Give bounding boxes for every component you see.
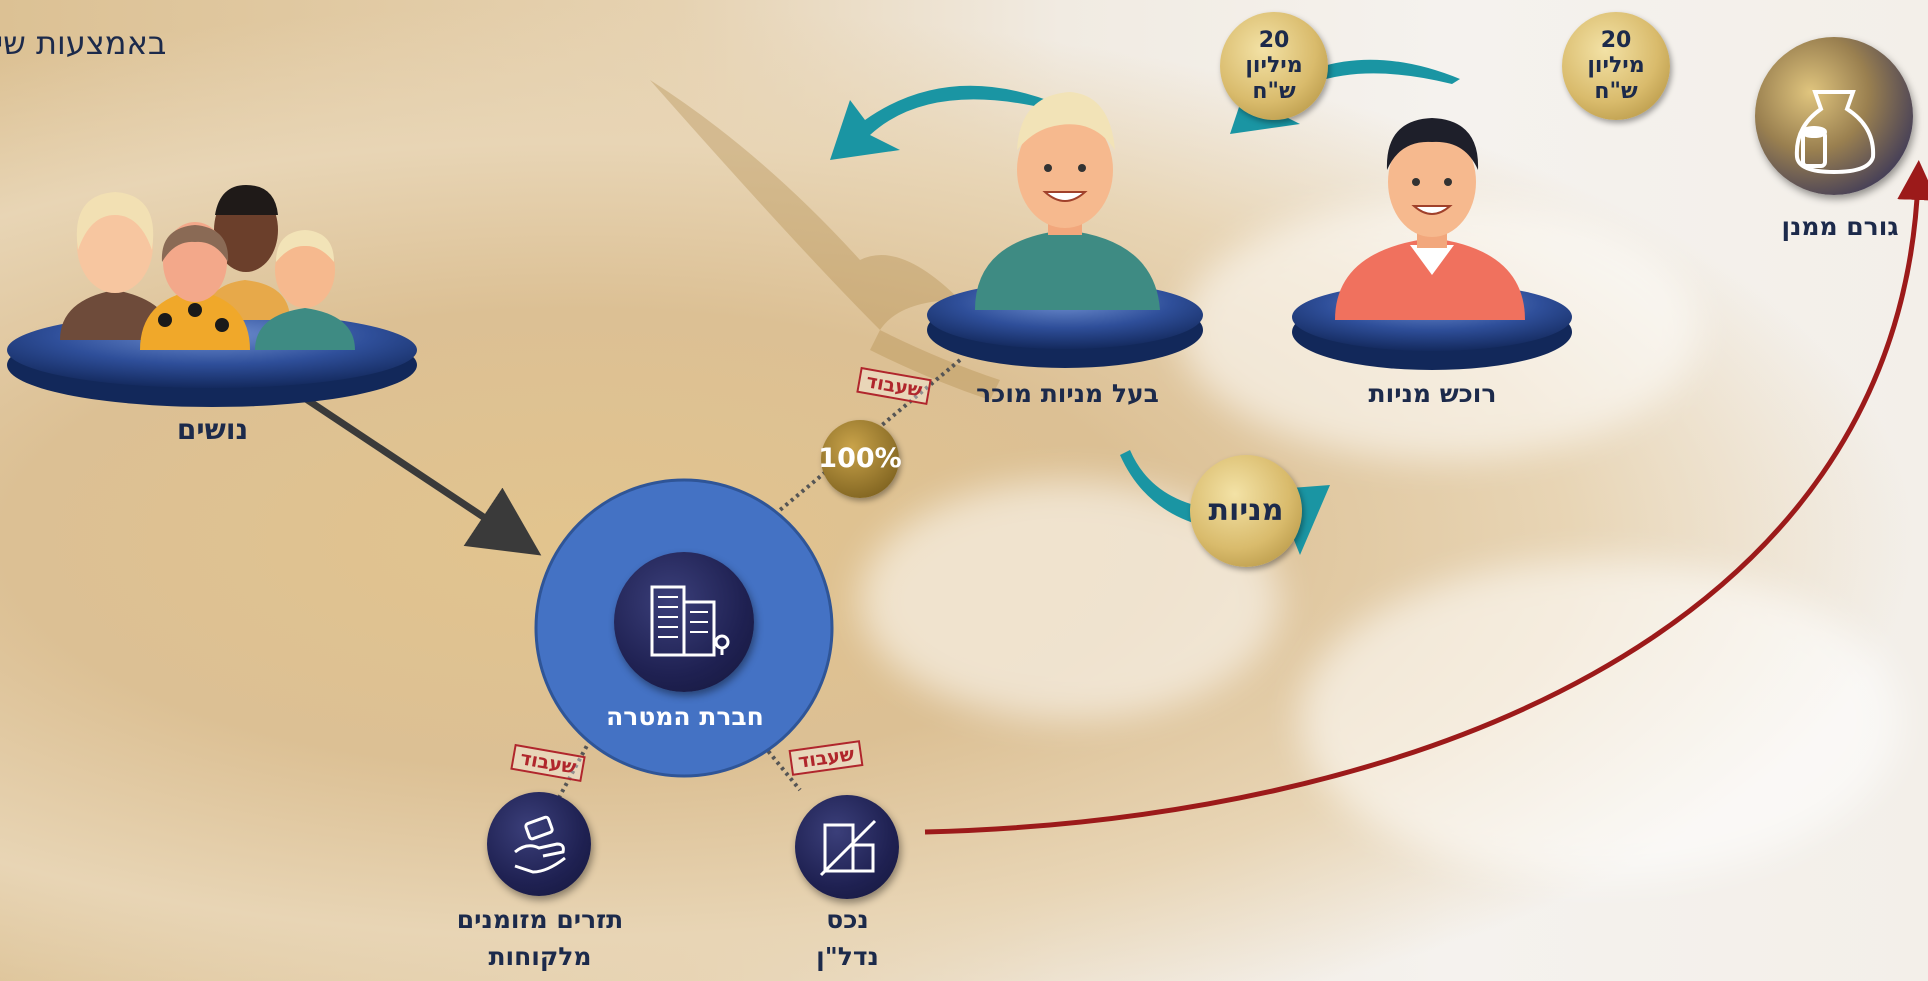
cloud bbox=[1300, 560, 1900, 880]
property-label-line2: נדל"ן bbox=[816, 942, 879, 971]
seller-figure bbox=[975, 92, 1160, 310]
cashflows-label-line1: תזרים מזומנים bbox=[456, 905, 624, 934]
coin-unit-line1: מיליון bbox=[1587, 53, 1645, 79]
coin-unit-line2: ש"ח bbox=[1594, 78, 1638, 104]
property-label-line1: נכס bbox=[826, 905, 869, 934]
creditors-to-target-arrow bbox=[298, 392, 542, 556]
eagle-silhouette bbox=[650, 80, 1000, 400]
shares-label: מניות bbox=[1208, 492, 1284, 528]
funder-label: גורם ממנן bbox=[1781, 212, 1899, 241]
buyer-label: רוכש מניות bbox=[1368, 379, 1497, 408]
creditors-label: נושים bbox=[176, 413, 249, 446]
buildings-icon bbox=[614, 552, 754, 692]
coin-amount: 20 bbox=[1258, 28, 1290, 54]
property-to-funder-arrow bbox=[924, 160, 1928, 835]
seller-label: בעל מניות מוכר bbox=[976, 379, 1159, 408]
dotted-links bbox=[553, 358, 962, 806]
coin-unit-line2: ש"ח bbox=[1252, 78, 1296, 104]
coin-amount: 20 bbox=[1600, 28, 1632, 54]
handshake-money-icon bbox=[487, 792, 591, 896]
subtitle: באמצעות שי bbox=[0, 24, 167, 62]
buyer-figure bbox=[1335, 118, 1525, 320]
coin-unit-line1: מיליון bbox=[1245, 53, 1303, 79]
payment-coin-funder-to-buyer: 20 מיליון ש"ח bbox=[1562, 12, 1670, 120]
building-crossed-icon bbox=[795, 795, 899, 899]
target-company-label: חברת המטרה bbox=[606, 702, 764, 731]
creditors-figures bbox=[60, 185, 355, 350]
payment-coin-buyer-to-seller: 20 מיליון ש"ח bbox=[1220, 12, 1328, 120]
cashflows-label-line2: מלקוחות bbox=[488, 942, 592, 971]
shares-coin: מניות bbox=[1190, 455, 1302, 567]
ownership-percent: 100% bbox=[818, 443, 902, 475]
ownership-percent-badge: 100% bbox=[818, 420, 902, 498]
money-bag-icon bbox=[1755, 37, 1913, 195]
